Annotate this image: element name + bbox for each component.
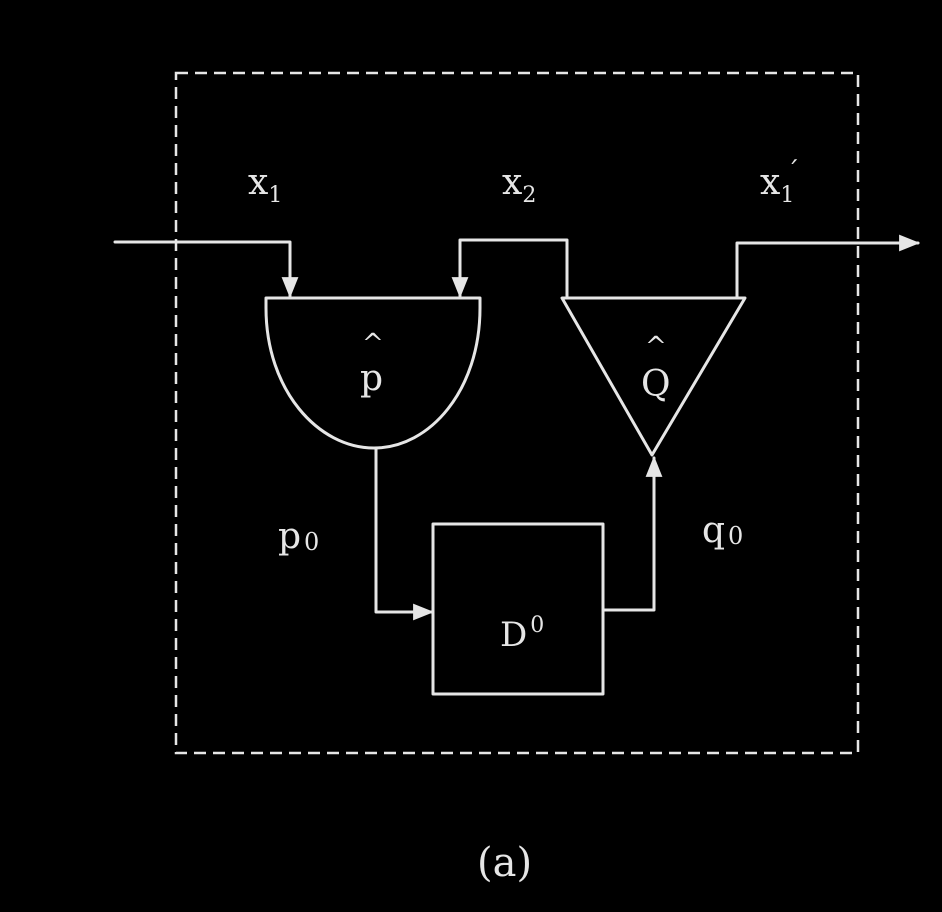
d0-block [431, 522, 605, 696]
label-q-hat: Q [641, 364, 671, 405]
label-x1-prime: x1´ [760, 157, 799, 208]
line-x2 [451, 238, 569, 299]
hat-p: ^ [362, 329, 384, 359]
q-hat-block [560, 296, 747, 457]
p-hat-block [264, 296, 482, 450]
caption: (a) [477, 840, 532, 886]
label-x1: x1 [248, 162, 282, 208]
output-line-x1-prime [735, 234, 921, 300]
system-boundary [174, 71, 860, 755]
line-p0 [374, 446, 435, 621]
line-q0 [601, 455, 663, 612]
label-p-hat: p [360, 358, 383, 399]
label-x2: x2 [502, 162, 536, 208]
input-line-x1 [113, 240, 299, 299]
hat-q: ^ [645, 332, 667, 362]
